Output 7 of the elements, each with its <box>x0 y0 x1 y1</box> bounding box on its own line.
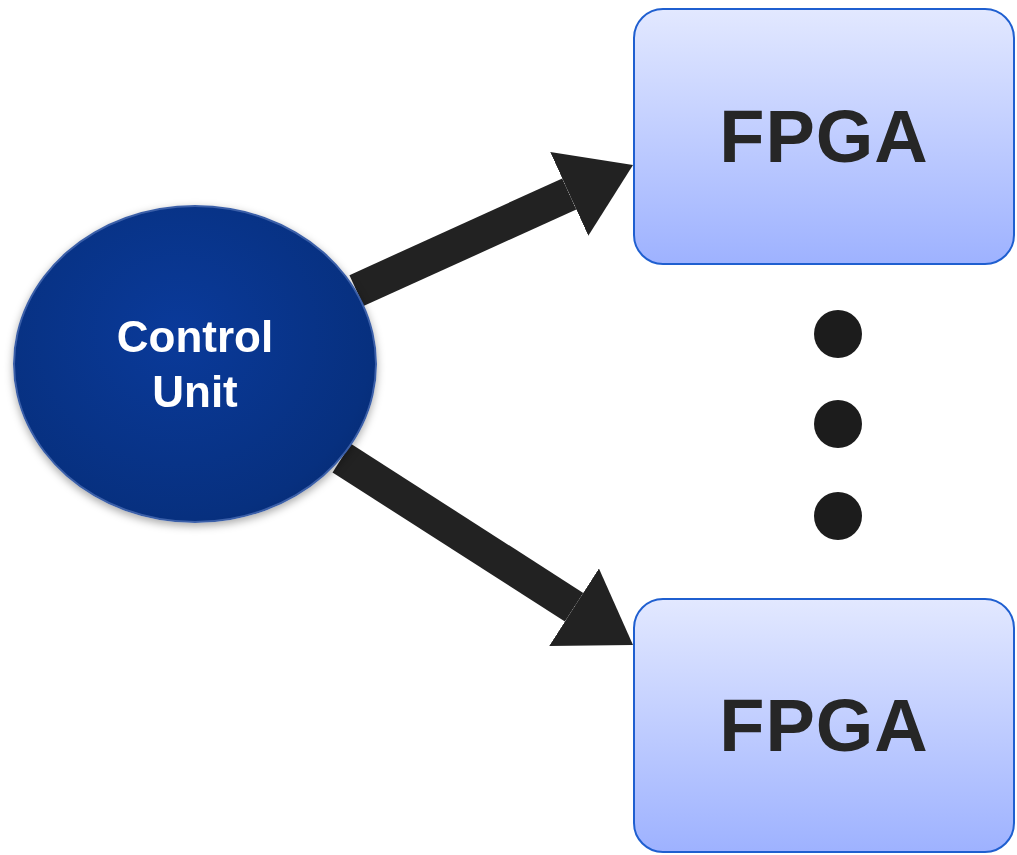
node-label: FPGA <box>719 94 929 179</box>
rounded-box <box>633 598 1015 853</box>
node-label: Control Unit <box>115 311 275 418</box>
block-arrow <box>332 443 633 646</box>
rounded-box <box>633 8 1015 265</box>
block-arrow <box>349 152 633 307</box>
node-label: FPGA <box>719 683 929 768</box>
